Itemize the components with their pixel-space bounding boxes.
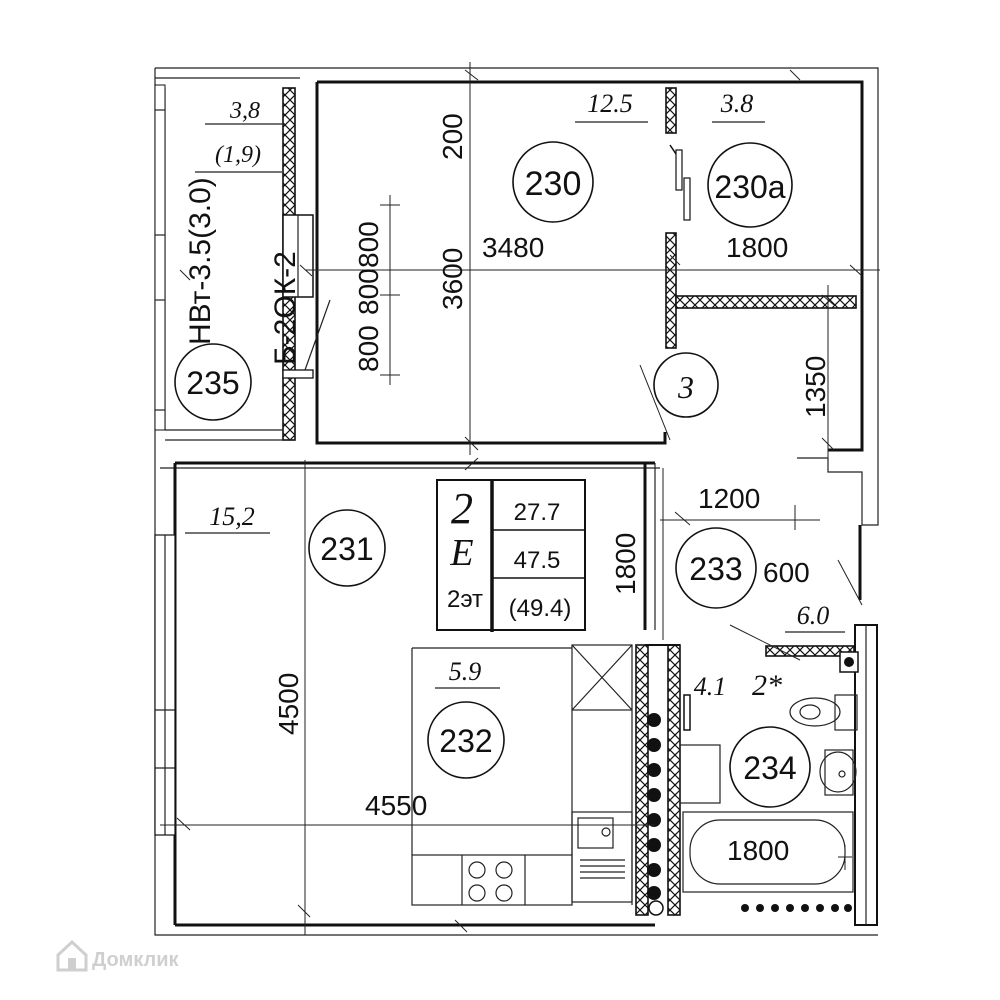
room-232-number: 232 xyxy=(439,723,492,759)
info-type-letter: E xyxy=(449,532,473,574)
watermark-text: Домклик xyxy=(92,949,179,971)
fridge xyxy=(571,644,633,711)
dim-800-middle: 800 xyxy=(353,268,384,315)
dim-1800-vertical: 1800 xyxy=(610,533,641,595)
washer xyxy=(679,744,721,804)
info-total-area: 47.5 xyxy=(514,547,561,574)
info-table: 2 E 2эт 27.7 47.5 (49.4) xyxy=(436,479,586,632)
room-3-number: 3 xyxy=(677,369,694,405)
balcony-door-label: Б-2ОК-2 xyxy=(269,251,302,365)
partition-bath-left xyxy=(635,644,649,916)
room-230-number: 230 xyxy=(525,165,582,203)
dim-4550: 4550 xyxy=(365,790,427,821)
room-235-area: 3,8 xyxy=(229,98,260,124)
cooktop xyxy=(468,861,513,902)
room-231-number: 231 xyxy=(320,531,373,567)
room-3-circle xyxy=(653,352,719,418)
room-230a-circle xyxy=(707,142,793,228)
dim-1350: 1350 xyxy=(800,356,831,418)
dim-200: 200 xyxy=(437,113,468,160)
kitchen-fixtures xyxy=(411,644,633,906)
info-floor: 2эт xyxy=(447,586,483,613)
partition-230a-bottom xyxy=(665,232,677,349)
dim-4500: 4500 xyxy=(273,673,304,735)
dim-800-lower: 800 xyxy=(353,325,384,372)
room-233-circle xyxy=(675,527,757,609)
dim-1200: 1200 xyxy=(698,483,760,514)
room-234-area: 4.1 xyxy=(694,672,727,701)
riser-dots xyxy=(647,713,852,916)
room-235-number: 235 xyxy=(186,365,239,401)
dim-3480: 3480 xyxy=(482,232,544,263)
watermark: Домклик xyxy=(56,939,179,972)
room-231-area: 15,2 xyxy=(209,502,255,531)
room-markers: 235 230 230a 3 231 232 233 234 xyxy=(174,141,811,808)
dimension-labels: 200 800 800 800 3600 3480 1800 1350 1200… xyxy=(273,113,831,866)
dim-600: 600 xyxy=(763,557,810,588)
partitions xyxy=(635,87,859,916)
room-233-number: 233 xyxy=(689,551,742,587)
info-total-area-alt: (49.4) xyxy=(509,595,572,622)
partition-230a-closet xyxy=(675,295,857,309)
balcony-window-label: НВт-3.5(3.0) xyxy=(184,177,217,345)
partition-230a-top xyxy=(665,87,677,134)
room-230-circle xyxy=(512,141,594,223)
room-230-area: 12.5 xyxy=(587,89,633,118)
dimension-lines xyxy=(160,62,880,935)
room-areas: 3,8 (1,9) 12.5 3.8 15,2 5.9 6.0 4.1 2* xyxy=(185,89,845,702)
toilet xyxy=(789,694,858,731)
room-230a-area: 3.8 xyxy=(720,89,754,118)
dim-3600: 3600 xyxy=(437,248,468,310)
partition-bath-top xyxy=(765,645,855,657)
info-living-area: 27.7 xyxy=(514,499,561,526)
room-234-circle xyxy=(729,726,811,808)
dim-1800-bath: 1800 xyxy=(727,835,789,866)
balcony-labels: НВт-3.5(3.0) Б-2ОК-2 xyxy=(184,177,302,365)
room-231-circle xyxy=(308,509,386,587)
room-234-mark: 2* xyxy=(752,669,782,702)
room-230a-number: 230a xyxy=(714,169,785,205)
room-232-circle xyxy=(427,701,505,779)
partition-bath-right xyxy=(667,644,681,916)
counter xyxy=(411,854,573,906)
house-icon xyxy=(56,939,88,972)
room-233-area: 6.0 xyxy=(797,601,830,630)
info-rooms-count: 2 xyxy=(451,484,473,533)
room-235-circle xyxy=(174,343,252,421)
dim-800-upper: 800 xyxy=(353,221,384,268)
room-235-area-alt: (1,9) xyxy=(215,142,261,168)
room-232-area: 5.9 xyxy=(449,657,482,686)
bathroom-fixtures xyxy=(679,694,858,893)
balcony-door-leaf xyxy=(304,299,331,371)
washbasin xyxy=(819,749,857,796)
room-234-number: 234 xyxy=(743,750,796,786)
dim-1800-230a: 1800 xyxy=(726,232,788,263)
